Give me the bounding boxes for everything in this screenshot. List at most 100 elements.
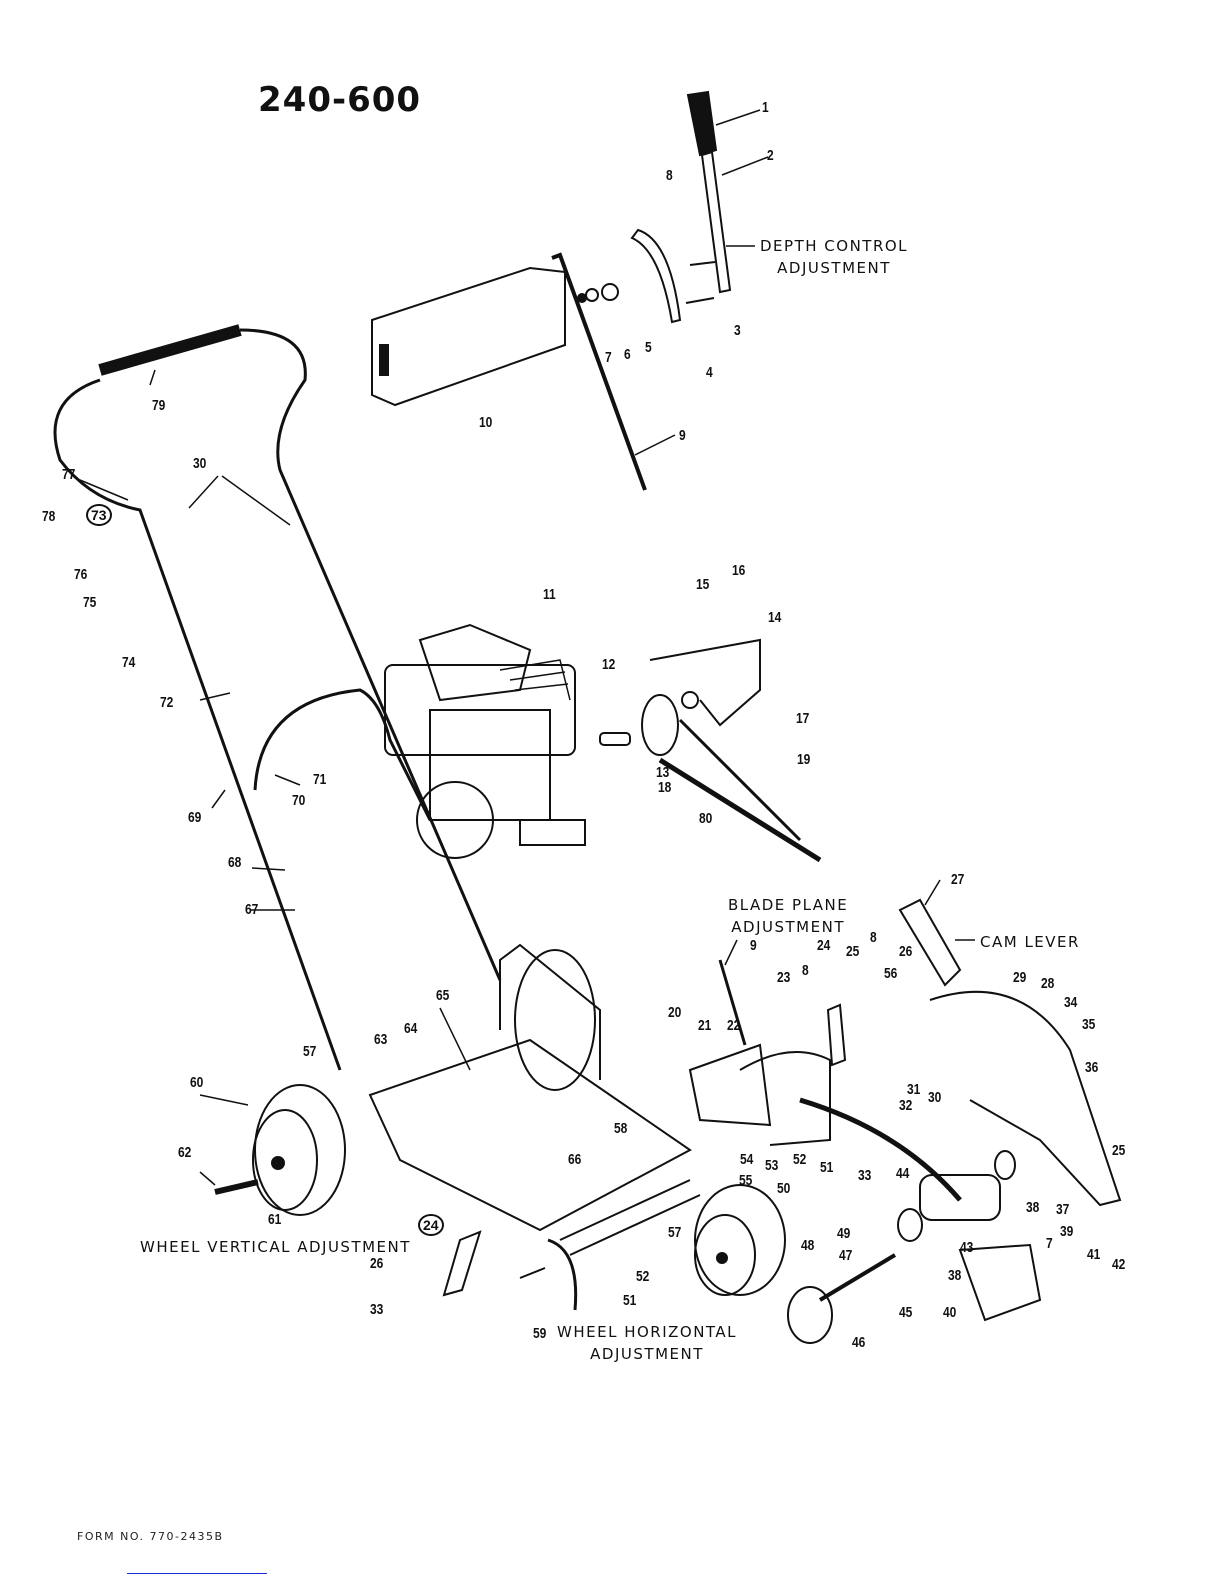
callout-7b: 7 <box>1046 1235 1053 1252</box>
callout-4: 4 <box>706 364 713 381</box>
callout-54: 54 <box>740 1151 754 1168</box>
callout-58: 58 <box>614 1120 628 1137</box>
callout-18: 18 <box>658 779 672 796</box>
callout-21: 21 <box>698 1017 712 1034</box>
wheel-vertical-label: WHEEL VERTICAL ADJUSTMENT <box>140 1238 411 1256</box>
callout-32: 32 <box>899 1097 913 1114</box>
callout-24: 24 <box>817 937 831 954</box>
callout-2: 2 <box>767 147 774 164</box>
callout-51b: 51 <box>820 1159 834 1176</box>
callout-26b: 26 <box>899 943 913 960</box>
callout-13: 13 <box>656 764 670 781</box>
callout-73-circled: 73 <box>86 504 112 526</box>
callout-30b: 30 <box>928 1089 942 1106</box>
callout-3: 3 <box>734 322 741 339</box>
shield <box>371 266 566 407</box>
callout-70: 70 <box>292 792 306 809</box>
frame <box>368 943 692 1232</box>
callout-38: 38 <box>1026 1199 1040 1216</box>
callout-59: 59 <box>533 1325 547 1342</box>
right-wheel <box>694 1184 786 1296</box>
callout-53: 53 <box>765 1157 779 1174</box>
callout-64: 64 <box>404 1020 418 1037</box>
pulley-bracket <box>599 638 822 863</box>
callout-20: 20 <box>668 1004 682 1021</box>
callout-29: 29 <box>1013 969 1027 986</box>
left-wheel <box>214 1084 346 1216</box>
callout-19: 19 <box>797 751 811 768</box>
callout-14: 14 <box>768 609 782 626</box>
callout-48: 48 <box>801 1237 815 1254</box>
callout-28: 28 <box>1041 975 1055 992</box>
callout-11: 11 <box>543 586 556 603</box>
callout-69: 69 <box>188 809 202 826</box>
callout-51: 51 <box>623 1292 637 1309</box>
callout-1: 1 <box>762 99 769 116</box>
depth-rod <box>551 252 647 491</box>
callout-34: 34 <box>1064 994 1078 1011</box>
depth-control-label: DEPTH CONTROL ADJUSTMENT <box>760 237 909 277</box>
callout-42: 42 <box>1112 1256 1126 1273</box>
wheel-adjust-bracket <box>442 1179 701 1311</box>
callout-7: 7 <box>605 349 612 366</box>
callout-39: 39 <box>1060 1223 1074 1240</box>
callout-47: 47 <box>839 1247 853 1264</box>
callout-45: 45 <box>899 1304 913 1321</box>
callout-25: 25 <box>846 943 860 960</box>
callout-68: 68 <box>228 854 242 871</box>
callout-41: 41 <box>1087 1246 1101 1263</box>
callout-44: 44 <box>896 1165 910 1182</box>
callout-5: 5 <box>645 339 652 356</box>
wheel-horizontal-label: WHEEL HORIZONTAL ADJUSTMENT <box>557 1323 738 1363</box>
callout-25b: 25 <box>1112 1142 1126 1159</box>
callout-61: 61 <box>268 1211 282 1228</box>
callout-12: 12 <box>602 656 616 673</box>
callout-37: 37 <box>1056 1201 1070 1218</box>
callout-65: 65 <box>436 987 450 1004</box>
callout-17: 17 <box>796 710 810 727</box>
callout-72: 72 <box>160 694 174 711</box>
callout-50: 50 <box>777 1180 791 1197</box>
cam-lever <box>898 898 962 987</box>
blade-plane-label: BLADE PLANE ADJUSTMENT <box>728 896 849 936</box>
callout-56: 56 <box>884 965 898 982</box>
callout-46: 46 <box>852 1334 866 1351</box>
callout-27: 27 <box>951 871 965 888</box>
callout-60: 60 <box>190 1074 204 1091</box>
callout-35: 35 <box>1082 1016 1096 1033</box>
callout-67: 67 <box>245 901 259 918</box>
blade-guard <box>787 990 1122 1344</box>
blade-plane-assembly <box>688 959 847 1146</box>
callout-9: 9 <box>679 427 686 444</box>
callout-8: 8 <box>666 167 673 184</box>
callout-30: 30 <box>193 455 207 472</box>
callout-78: 78 <box>42 508 56 525</box>
callout-22: 22 <box>727 1017 741 1034</box>
callout-52: 52 <box>636 1268 650 1285</box>
callout-10: 10 <box>479 414 493 431</box>
callout-57b: 57 <box>668 1224 682 1241</box>
callout-66: 66 <box>568 1151 582 1168</box>
callout-43: 43 <box>960 1239 974 1256</box>
callout-38b: 38 <box>948 1267 962 1284</box>
callout-71: 71 <box>313 771 327 788</box>
callout-8c: 8 <box>870 929 877 946</box>
callout-40: 40 <box>943 1304 957 1321</box>
callout-16: 16 <box>732 562 746 579</box>
callout-33b: 33 <box>858 1167 872 1184</box>
callout-55: 55 <box>739 1172 753 1189</box>
handle-assembly <box>53 324 502 1071</box>
callout-23: 23 <box>777 969 791 986</box>
link-underline <box>127 1573 267 1574</box>
callout-31: 31 <box>907 1081 921 1098</box>
form-number: FORM NO. 770-2435B <box>77 1530 224 1543</box>
callout-52b: 52 <box>793 1151 807 1168</box>
callout-79: 79 <box>152 397 166 414</box>
callout-62: 62 <box>178 1144 192 1161</box>
cam-lever-label: CAM LEVER <box>980 933 1080 951</box>
callout-74: 74 <box>122 654 136 671</box>
model-title: 240-600 <box>258 80 422 120</box>
callout-9b: 9 <box>750 937 757 954</box>
callout-76: 76 <box>74 566 88 583</box>
